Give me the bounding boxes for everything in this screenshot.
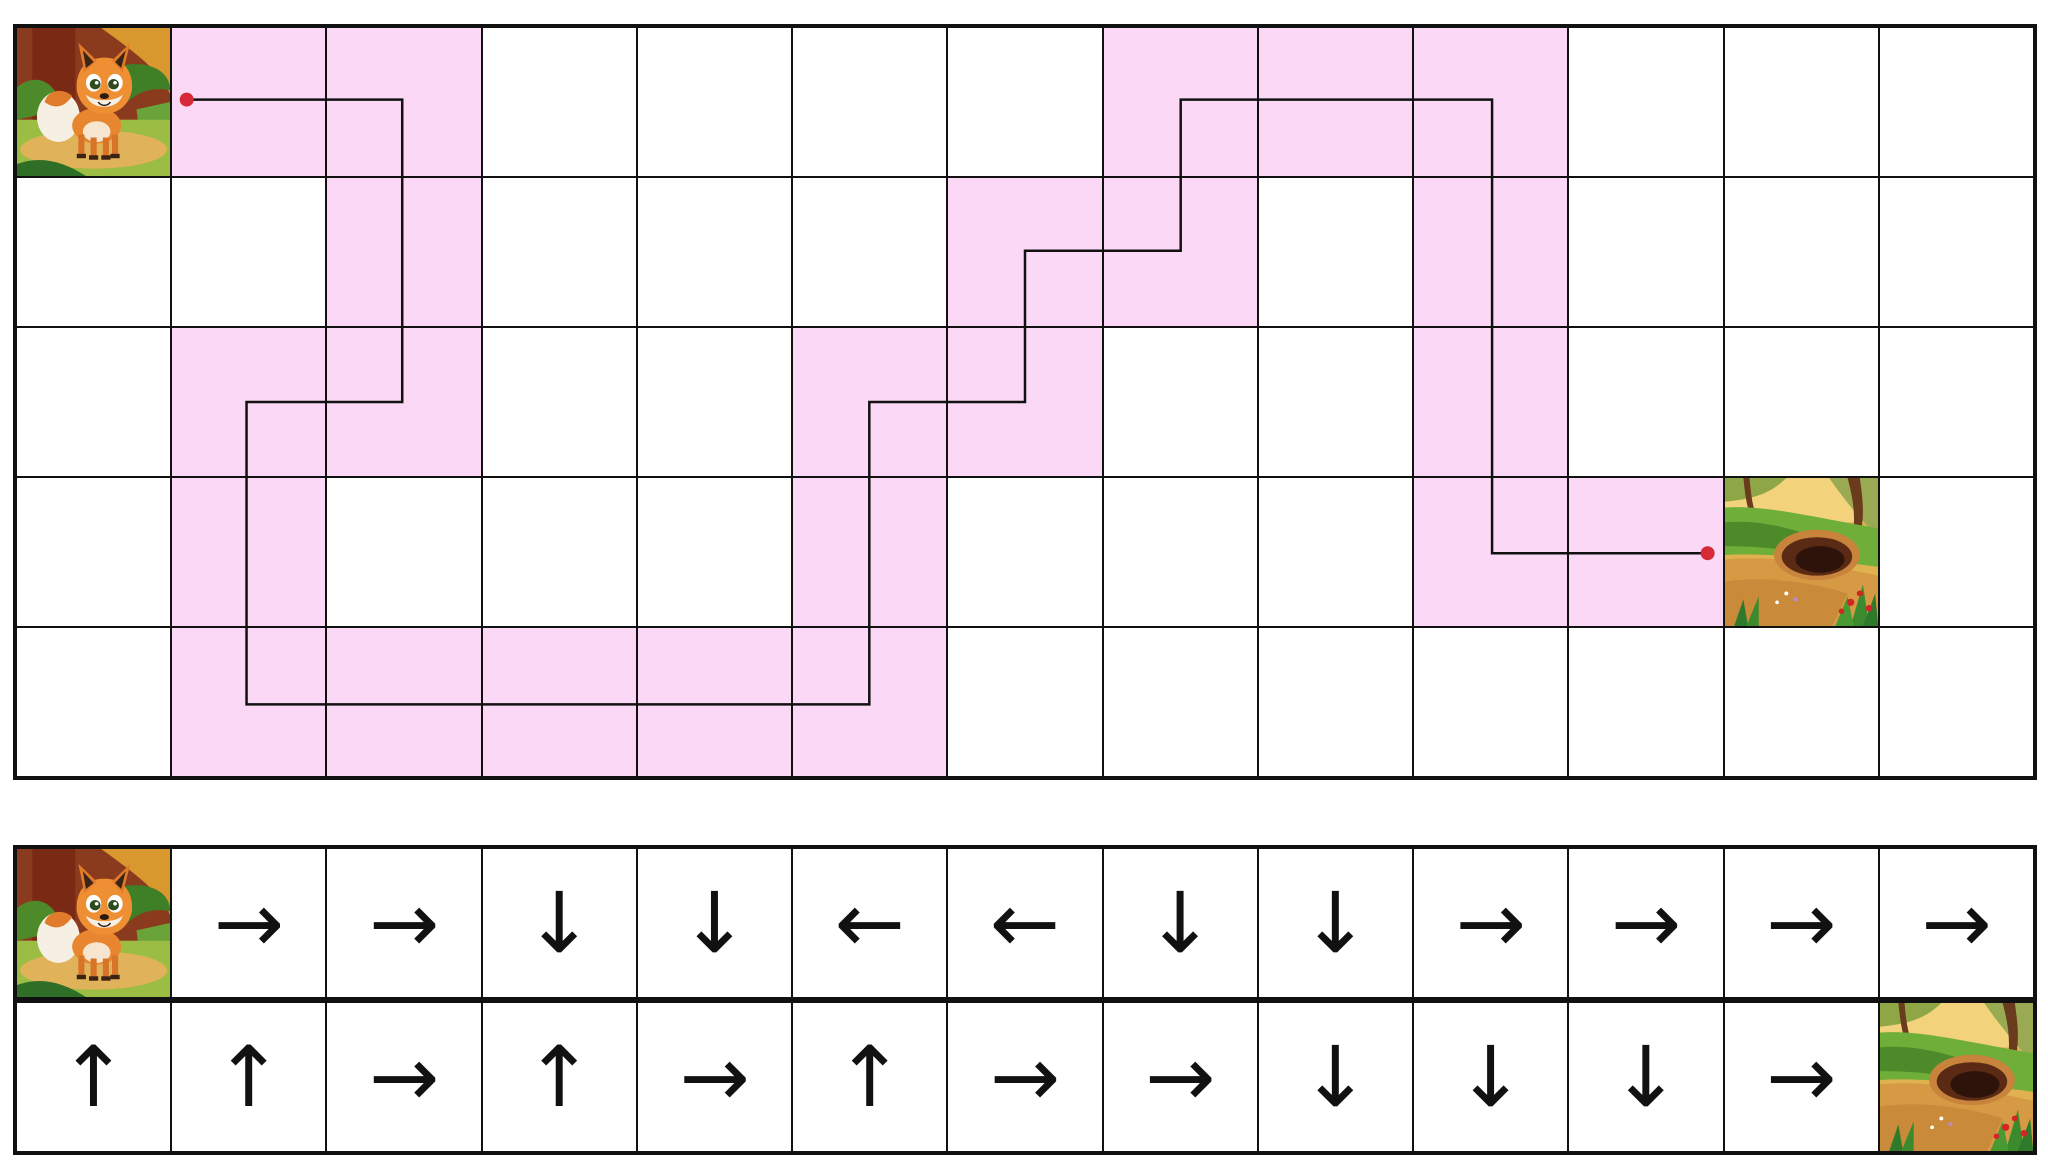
maze-cell (1878, 327, 2034, 477)
maze-cell (481, 27, 637, 177)
maze-start-fox-cell (16, 27, 172, 177)
maze-cell (1413, 627, 1569, 777)
maze-cell (16, 477, 172, 627)
maze-cell (636, 177, 793, 327)
answer-row-2: ↑↑→↑→↑→→↓↓↓→ (13, 999, 2037, 1155)
maze-path-cell (326, 327, 482, 477)
maze-cell (16, 327, 172, 477)
maze-path-cell (636, 627, 793, 777)
maze-grid (13, 24, 2037, 780)
answer-start-fox-cell (16, 848, 172, 998)
right-arrow-cell[interactable]: → (1723, 848, 1879, 998)
maze-path-cell (171, 327, 327, 477)
right-arrow-cell[interactable]: → (171, 848, 327, 998)
maze-cell (1723, 327, 1879, 477)
maze-path-cell (792, 327, 948, 477)
maze-path-cell (1257, 27, 1414, 177)
maze-cell (1102, 327, 1258, 477)
maze-path-cell (1413, 27, 1569, 177)
right-arrow-cell[interactable]: → (326, 1002, 482, 1152)
maze-path-cell (481, 627, 637, 777)
maze-path-cell (947, 327, 1103, 477)
maze-cell (1568, 327, 1724, 477)
maze-cell (1257, 177, 1414, 327)
maze-cell (16, 627, 172, 777)
maze-cell (636, 477, 793, 627)
left-arrow-cell[interactable]: ← (792, 848, 948, 998)
down-arrow-cell[interactable]: ↓ (1102, 848, 1258, 998)
left-arrow-cell[interactable]: ← (947, 848, 1103, 998)
maze-path-cell (1102, 27, 1258, 177)
maze-cell (481, 327, 637, 477)
down-arrow-cell[interactable]: ↓ (1413, 1002, 1569, 1152)
maze-cell (1257, 327, 1414, 477)
down-arrow-cell[interactable]: ↓ (1568, 1002, 1724, 1152)
maze-cell (1102, 627, 1258, 777)
maze-path-cell (171, 627, 327, 777)
maze-cell (792, 27, 948, 177)
right-arrow-cell[interactable]: → (326, 848, 482, 998)
maze-cell (792, 177, 948, 327)
right-arrow-cell[interactable]: → (1102, 1002, 1258, 1152)
maze-cell (1723, 177, 1879, 327)
maze-cell (947, 627, 1103, 777)
maze-cell (636, 327, 793, 477)
maze-cell (1878, 27, 2034, 177)
maze-cell (1878, 177, 2034, 327)
right-arrow-cell[interactable]: → (1723, 1002, 1879, 1152)
maze-path-cell (1568, 477, 1724, 627)
maze-cell (1723, 27, 1879, 177)
maze-cell (326, 477, 482, 627)
burrow-hole-icon (1724, 478, 1878, 626)
maze-cell (636, 27, 793, 177)
maze-path-cell (326, 177, 482, 327)
maze-path-cell (792, 477, 948, 627)
up-arrow-cell[interactable]: ↑ (481, 1002, 637, 1152)
answer-end-burrow-cell (1878, 1002, 2034, 1152)
maze-path-cell (326, 27, 482, 177)
right-arrow-cell[interactable]: → (947, 1002, 1103, 1152)
maze-path-cell (947, 177, 1103, 327)
down-arrow-cell[interactable]: ↓ (636, 848, 793, 998)
right-arrow-cell[interactable]: → (1878, 848, 2034, 998)
maze-path-cell (1413, 477, 1569, 627)
maze-path-cell (1413, 177, 1569, 327)
fox-character-icon (17, 849, 171, 997)
maze-cell (16, 177, 172, 327)
right-arrow-cell[interactable]: → (1568, 848, 1724, 998)
maze-cell (1257, 477, 1414, 627)
maze-path-cell (1413, 327, 1569, 477)
answer-row-1: →→↓↓←←↓↓→→→→ (13, 845, 2037, 1001)
maze-cell (171, 177, 327, 327)
maze-path-cell (792, 627, 948, 777)
down-arrow-cell[interactable]: ↓ (1257, 848, 1414, 998)
up-arrow-cell[interactable]: ↑ (171, 1002, 327, 1152)
fox-character-icon (17, 28, 171, 176)
maze-cell (947, 477, 1103, 627)
maze-cell (481, 177, 637, 327)
right-arrow-cell[interactable]: → (1413, 848, 1569, 998)
maze-cell (481, 477, 637, 627)
maze-path-cell (326, 627, 482, 777)
down-arrow-cell[interactable]: ↓ (481, 848, 637, 998)
maze-cell (1878, 627, 2034, 777)
maze-cell (1257, 627, 1414, 777)
maze-cell (1102, 477, 1258, 627)
maze-cell (947, 27, 1103, 177)
maze-goal-burrow-cell (1723, 477, 1879, 627)
maze-path-cell (1102, 177, 1258, 327)
down-arrow-cell[interactable]: ↓ (1257, 1002, 1414, 1152)
maze-path-cell (171, 477, 327, 627)
up-arrow-cell[interactable]: ↑ (16, 1002, 172, 1152)
maze-cell (1878, 477, 2034, 627)
up-arrow-cell[interactable]: ↑ (792, 1002, 948, 1152)
maze-cell (1568, 627, 1724, 777)
maze-path-cell (171, 27, 327, 177)
maze-cell (1568, 27, 1724, 177)
maze-cell (1723, 627, 1879, 777)
maze-cell (1568, 177, 1724, 327)
right-arrow-cell[interactable]: → (636, 1002, 793, 1152)
burrow-hole-icon (1879, 1003, 2033, 1151)
